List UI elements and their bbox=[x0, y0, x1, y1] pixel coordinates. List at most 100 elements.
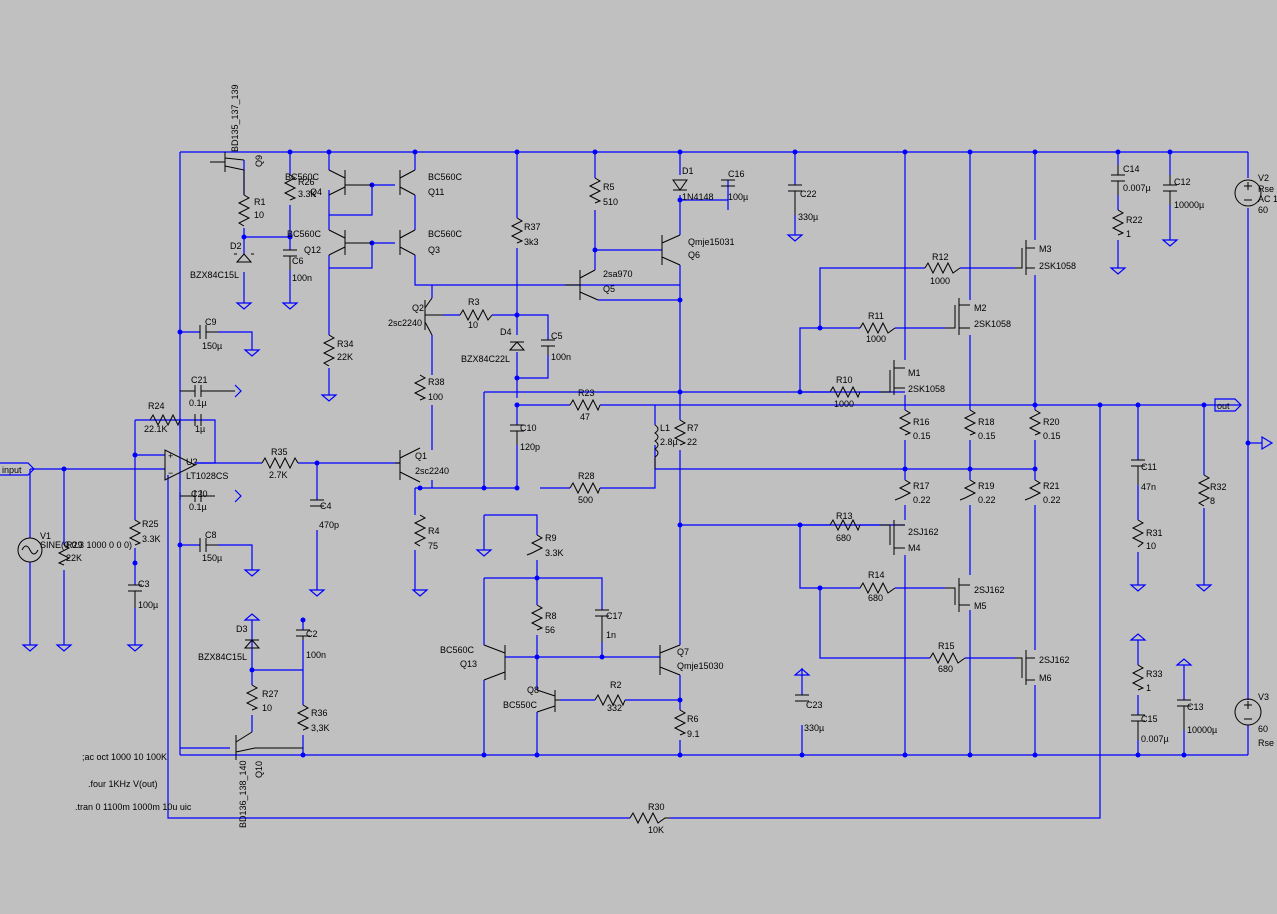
diode-d2 bbox=[234, 253, 254, 263]
svg-text:R22: R22 bbox=[1126, 215, 1143, 225]
svg-text:330µ: 330µ bbox=[798, 212, 818, 222]
net-flag-out[interactable]: out bbox=[1214, 398, 1242, 412]
ground-icon bbox=[1109, 267, 1127, 275]
svg-text:10: 10 bbox=[1146, 541, 1156, 551]
diodes bbox=[234, 179, 688, 649]
svg-text:input: input bbox=[2, 465, 22, 475]
svg-text:M2: M2 bbox=[974, 303, 987, 313]
svg-text:2SJ162: 2SJ162 bbox=[908, 527, 939, 537]
svg-text:2SJ162: 2SJ162 bbox=[1039, 655, 1070, 665]
capacitors bbox=[128, 165, 1191, 740]
capacitor-c5 bbox=[541, 339, 555, 355]
mosfet-m2 bbox=[945, 298, 970, 335]
resistor-r25 bbox=[128, 519, 142, 546]
ground-icon bbox=[1195, 584, 1213, 592]
mosfets bbox=[880, 240, 1035, 685]
ground-icon bbox=[243, 613, 261, 621]
svg-text:+: + bbox=[168, 451, 173, 461]
transistor-q13 bbox=[483, 644, 506, 681]
junctions bbox=[61, 149, 1251, 758]
svg-text:1: 1 bbox=[1146, 683, 1151, 693]
svg-text:R34: R34 bbox=[337, 339, 354, 349]
label-q9-model: BD135_137_139 bbox=[230, 84, 240, 152]
label-q9-ref: Q9 bbox=[254, 155, 264, 167]
svg-text:100µ: 100µ bbox=[728, 192, 748, 202]
spice-directives[interactable]: ;ac oct 1000 10 100K .four 1KHz V(out) .… bbox=[75, 752, 192, 812]
svg-text:10K: 10K bbox=[648, 825, 664, 835]
source-v2[interactable] bbox=[1234, 179, 1262, 207]
mosfet-m1 bbox=[880, 360, 905, 395]
svg-text:D4: D4 bbox=[500, 327, 512, 337]
svg-text:R36: R36 bbox=[311, 708, 328, 718]
svg-text:47n: 47n bbox=[1141, 482, 1156, 492]
svg-text:680: 680 bbox=[868, 593, 883, 603]
svg-text:2sa970: 2sa970 bbox=[603, 269, 633, 279]
ground-icon bbox=[21, 644, 39, 652]
capacitor-c14 bbox=[1111, 165, 1125, 195]
transistor-q4 bbox=[328, 169, 372, 196]
svg-text:R23: R23 bbox=[578, 388, 595, 398]
capacitor-c15 bbox=[1131, 714, 1145, 740]
svg-text:R21: R21 bbox=[1043, 481, 1060, 491]
svg-text:100n: 100n bbox=[551, 352, 571, 362]
svg-text:R28: R28 bbox=[578, 471, 595, 481]
resistor-r9 bbox=[526, 534, 544, 556]
svg-text:C15: C15 bbox=[1141, 714, 1158, 724]
capacitor-c20 bbox=[180, 490, 215, 502]
transistor-q5 bbox=[565, 269, 599, 301]
resistor-r2 bbox=[594, 693, 626, 707]
resistor-r29 bbox=[57, 544, 71, 566]
svg-text:1000: 1000 bbox=[834, 399, 854, 409]
capacitor-c6 bbox=[283, 249, 297, 270]
svg-text:2.7K: 2.7K bbox=[269, 470, 288, 480]
svg-text:R20: R20 bbox=[1043, 417, 1060, 427]
svg-text:2sc2240: 2sc2240 bbox=[415, 466, 449, 476]
transistor-q1 bbox=[395, 447, 421, 483]
resistor-r27 bbox=[245, 684, 259, 711]
source-v3[interactable] bbox=[1234, 698, 1262, 726]
diode-d4 bbox=[508, 341, 526, 351]
ground-icon bbox=[126, 644, 144, 652]
svg-text:470p: 470p bbox=[319, 520, 339, 530]
svg-text:C4: C4 bbox=[320, 501, 332, 511]
source-v1[interactable] bbox=[17, 537, 43, 563]
ground-icon bbox=[55, 644, 73, 652]
resistor-r10 bbox=[829, 385, 861, 399]
capacitor-c11 bbox=[1131, 459, 1145, 485]
svg-text:10000µ: 10000µ bbox=[1174, 200, 1204, 210]
svg-text:10: 10 bbox=[262, 703, 272, 713]
svg-text:100µ: 100µ bbox=[138, 600, 158, 610]
svg-text:22K: 22K bbox=[66, 553, 82, 563]
svg-text:R15: R15 bbox=[938, 641, 955, 651]
svg-text:C13: C13 bbox=[1187, 702, 1204, 712]
svg-text:R37: R37 bbox=[524, 222, 541, 232]
svg-text:Q12: Q12 bbox=[304, 245, 321, 255]
resistor-r13 bbox=[829, 518, 861, 532]
svg-text:60: 60 bbox=[1258, 205, 1268, 215]
svg-text:Q5: Q5 bbox=[603, 284, 615, 294]
svg-text:BC560C: BC560C bbox=[428, 229, 463, 239]
svg-text:AC 1: AC 1 bbox=[1258, 194, 1277, 204]
svg-text:R18: R18 bbox=[978, 417, 995, 427]
ground-icon bbox=[1129, 584, 1147, 592]
svg-text:0.22: 0.22 bbox=[978, 495, 996, 505]
svg-text:C5: C5 bbox=[551, 331, 563, 341]
svg-text:1µ: 1µ bbox=[195, 424, 205, 434]
svg-text:1000: 1000 bbox=[930, 276, 950, 286]
svg-text:C23: C23 bbox=[806, 700, 823, 710]
svg-text:0.007µ: 0.007µ bbox=[1123, 183, 1151, 193]
svg-text:R32: R32 bbox=[1210, 482, 1227, 492]
net-flag-input[interactable]: input bbox=[0, 462, 35, 476]
capacitor-c2 bbox=[296, 629, 310, 640]
svg-text:D3: D3 bbox=[236, 624, 248, 634]
directive-tran: .tran 0 1100m 1000m 10u uic bbox=[75, 802, 192, 812]
capacitor-c10 bbox=[510, 424, 524, 445]
wires bbox=[29, 151, 1262, 819]
svg-text:U2: U2 bbox=[186, 457, 198, 467]
resistor-r37 bbox=[510, 217, 524, 244]
resistor-r22 bbox=[1111, 209, 1125, 236]
svg-text:C17: C17 bbox=[606, 611, 623, 621]
svg-text:2SJ162: 2SJ162 bbox=[974, 585, 1005, 595]
